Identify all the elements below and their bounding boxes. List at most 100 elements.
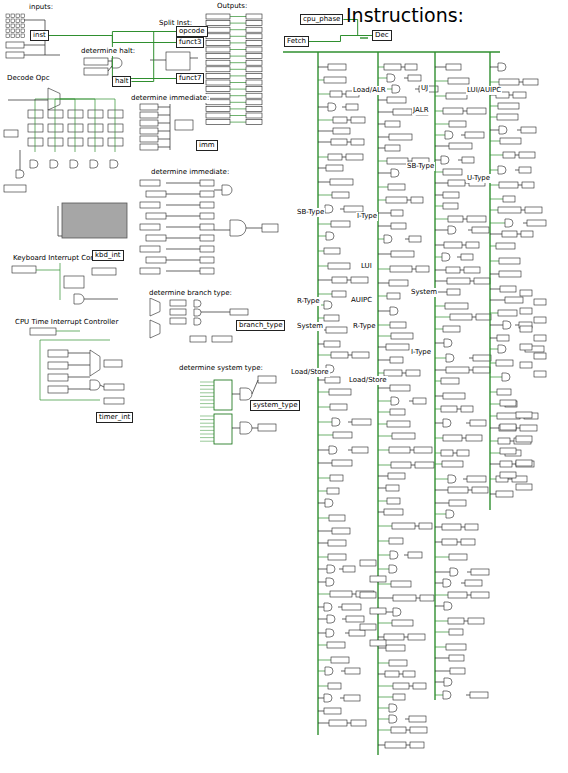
component-box [443, 169, 462, 175]
wire [435, 621, 448, 622]
component-box [246, 113, 262, 118]
component-box [500, 286, 516, 292]
component-box [200, 235, 214, 241]
wire [108, 66, 112, 71]
wire [435, 67, 446, 68]
wire [318, 280, 332, 281]
component-box [390, 322, 406, 328]
component-box [388, 473, 405, 479]
component-box [346, 154, 363, 160]
section-label: I-Type [410, 348, 432, 357]
wire [435, 96, 446, 97]
component-box [391, 462, 411, 468]
component-box [246, 80, 262, 85]
wire [230, 42, 246, 43]
section-label: Load/Store [348, 376, 388, 385]
wire [318, 463, 332, 464]
component-box [520, 362, 532, 368]
wire [318, 671, 325, 672]
component-box [332, 192, 349, 198]
wire [318, 182, 330, 183]
wire [404, 637, 408, 638]
wire [318, 569, 327, 570]
wire [318, 195, 332, 196]
wire [318, 686, 328, 687]
section-label: UJ [420, 84, 429, 93]
wire [466, 423, 470, 424]
component-box [499, 258, 520, 264]
wire [404, 78, 408, 79]
wire [158, 123, 170, 124]
and-gate [444, 339, 452, 347]
wire [435, 423, 443, 424]
wire [490, 82, 499, 83]
wire [402, 373, 406, 374]
section-label: Load/ALR [352, 86, 387, 95]
wire [463, 479, 467, 480]
component-box [499, 271, 521, 277]
component-box [443, 435, 462, 441]
wire [230, 82, 246, 83]
component-box [246, 67, 262, 72]
component-box [108, 110, 123, 118]
wire [378, 674, 385, 675]
wire [515, 155, 519, 156]
wire [523, 223, 527, 224]
wire [378, 730, 391, 731]
wire [230, 115, 246, 116]
component-box [346, 616, 364, 622]
wire [378, 254, 391, 255]
wire [435, 183, 448, 184]
component-box [4, 130, 18, 137]
and-gate [326, 578, 334, 586]
wire [232, 428, 240, 429]
wire [378, 347, 386, 348]
and-gate [448, 226, 456, 234]
component-box [446, 64, 461, 70]
wire [158, 107, 170, 108]
wire [457, 409, 461, 410]
wire [518, 185, 522, 186]
component-box [68, 110, 83, 118]
wire [378, 686, 393, 687]
tunnel-box: funct7 [176, 73, 204, 84]
component-box [393, 683, 409, 689]
and-gate [70, 160, 78, 168]
wire [378, 283, 389, 284]
component-box [450, 668, 465, 674]
component-box [503, 152, 515, 158]
tunnel-box: cpu_phase [300, 14, 343, 25]
wire [68, 365, 90, 366]
wire [435, 647, 446, 648]
component-box [449, 121, 466, 127]
component-box [206, 21, 230, 26]
wire [515, 325, 519, 326]
component-box [523, 79, 538, 85]
component-box [4, 185, 26, 192]
wire [230, 108, 246, 109]
wire [378, 526, 392, 527]
component-box [534, 371, 546, 377]
wire [435, 438, 443, 439]
node-text: imm [199, 141, 215, 150]
component-box [326, 327, 347, 333]
component-box [474, 278, 490, 284]
component-box [476, 314, 491, 320]
wire [435, 135, 445, 136]
and-gate [448, 475, 456, 483]
input-pin [21, 24, 25, 28]
connector [131, 32, 176, 82]
component-box [330, 404, 347, 410]
component-box [246, 14, 262, 19]
wire [318, 94, 330, 95]
component-box [513, 92, 526, 98]
component-box [28, 124, 43, 132]
component-box [527, 220, 546, 226]
tunnel-box: Fetch [284, 36, 309, 47]
component-box [331, 657, 349, 663]
component-box [104, 360, 122, 367]
wire [378, 269, 390, 270]
and-gate [444, 602, 452, 610]
component-box [497, 114, 518, 120]
